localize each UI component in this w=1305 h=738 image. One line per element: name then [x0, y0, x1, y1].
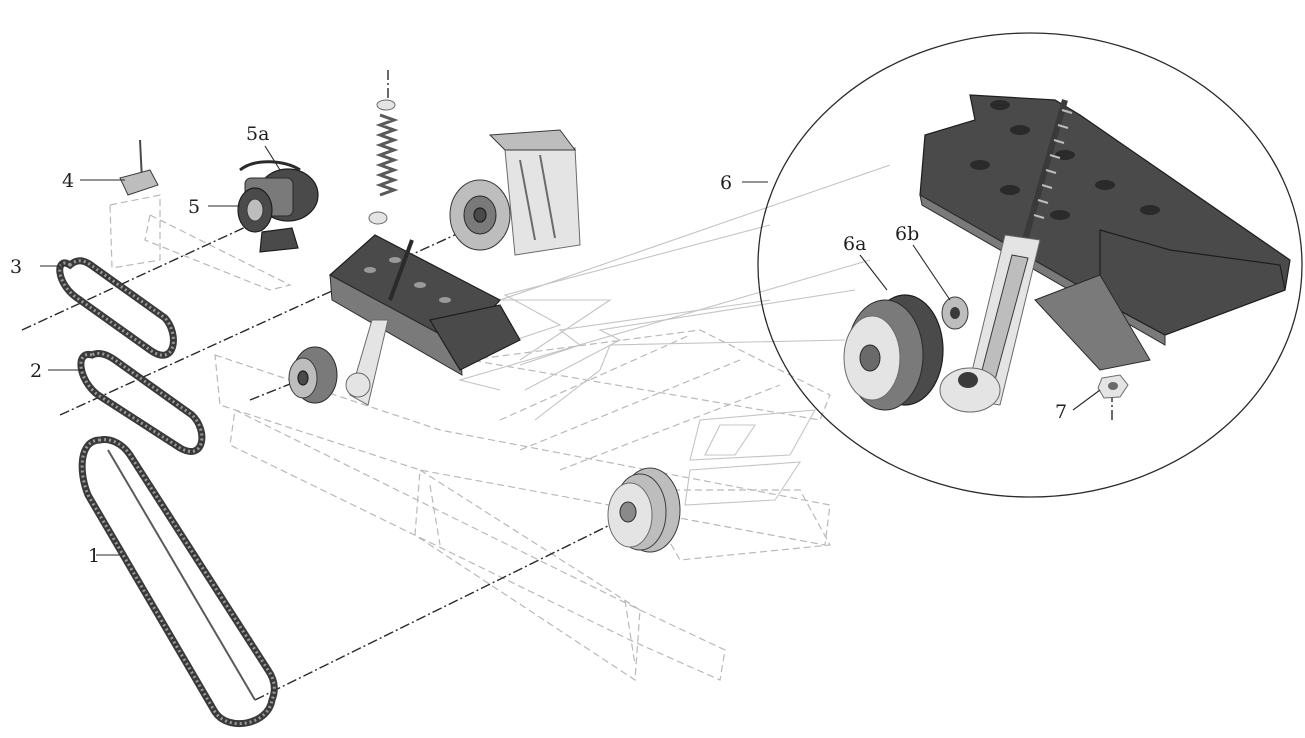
mounting-plate-small [328, 234, 521, 406]
label-7: 7 [1055, 401, 1067, 423]
tension-rod-detail [1022, 99, 1073, 241]
label-2: 2 [30, 360, 42, 382]
label-6: 6 [720, 172, 732, 194]
label-3: 3 [10, 256, 22, 278]
label-4: 4 [62, 170, 74, 192]
label-6b: 6b [895, 223, 919, 245]
idler-pulley-left [288, 346, 338, 404]
detail-zoom-circle [757, 32, 1303, 498]
pulley-6a-detail [843, 294, 944, 411]
bracket-4 [109, 139, 292, 291]
belt-3 [56, 257, 177, 359]
crankshaft-pulley [607, 467, 681, 553]
spring-bolt [368, 99, 399, 225]
alternator-5 [237, 160, 319, 253]
callout-labels: 1 2 3 4 5 5a 6 6a 6b 7 [10, 123, 1067, 567]
compressor [449, 129, 581, 256]
belt-1 [78, 436, 278, 728]
bearing-6b-detail [941, 296, 969, 330]
label-5a: 5a [246, 123, 269, 145]
zoom-projection-lines [457, 164, 891, 421]
label-5: 5 [188, 196, 200, 218]
tensioner-arm-detail [939, 234, 1041, 413]
label-1: 1 [88, 545, 100, 567]
label-6a: 6a [843, 233, 866, 255]
callout-leaders [40, 145, 1101, 556]
nut-7-detail [1097, 374, 1129, 399]
tensioner-plate-detail [919, 94, 1291, 371]
